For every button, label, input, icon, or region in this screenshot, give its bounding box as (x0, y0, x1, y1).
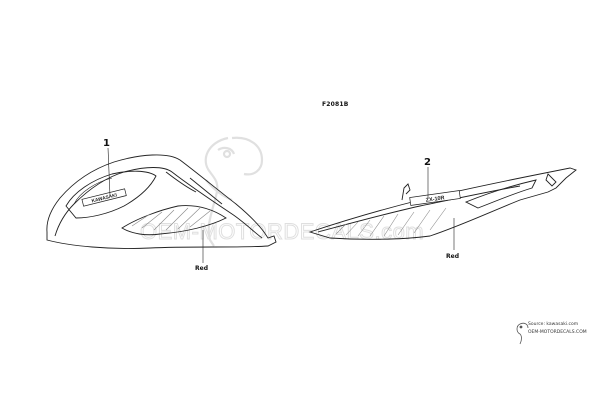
tail-outline (308, 167, 577, 240)
part-1-leader (107, 147, 111, 197)
color-note-1: Red (195, 265, 208, 272)
source-credit: Source: kawasaki.com OEM-MOTORDECALS.COM (513, 318, 597, 344)
credit-site-line: OEM-MOTORDECALS.COM (528, 330, 587, 335)
credit-source-line: Source: kawasaki.com (528, 322, 579, 327)
tank-hatch (131, 207, 211, 231)
part-2-emblem: ZX-10R (409, 190, 461, 206)
part-1-tank-decal (46, 154, 277, 249)
figure-code: F2081B (322, 101, 349, 108)
tail-notch (545, 173, 557, 187)
watermark-text: OEM-MOTORDECALS.com (140, 219, 424, 244)
callout-2: 2 (424, 157, 431, 168)
tank-panel (121, 205, 227, 236)
tank-outline (46, 154, 277, 249)
part-2-tail-decal (308, 167, 577, 240)
tank-inner-edge (54, 167, 263, 239)
callout-1: 1 (103, 138, 110, 149)
part-2-emblem-text: ZX-10R (425, 195, 445, 204)
credit-logo-icon (516, 322, 529, 345)
tail-inner-panel (464, 179, 537, 209)
color-note-2: Red (446, 253, 459, 260)
tail-hatch (335, 207, 447, 237)
watermark: OEM-MOTORDECALS.com (140, 136, 424, 247)
